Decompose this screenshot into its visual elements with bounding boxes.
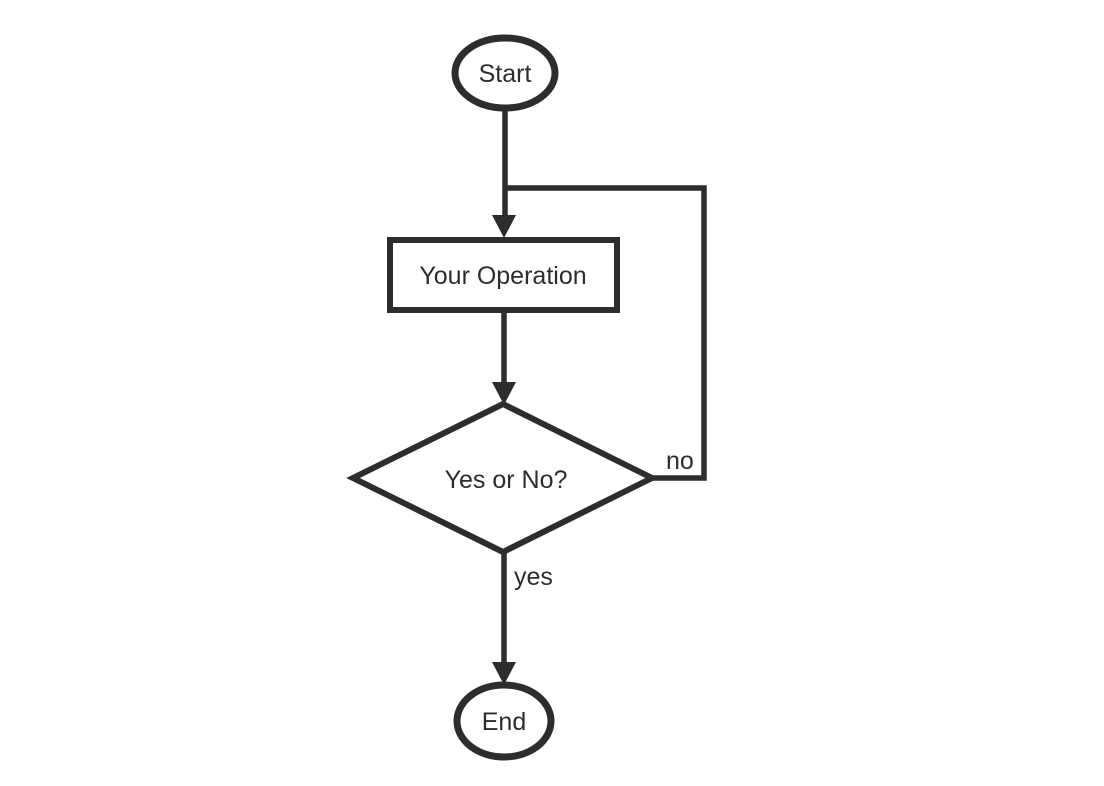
edge-label-no: no xyxy=(666,447,694,475)
node-decision-shape xyxy=(346,400,659,556)
edge-decision-no-loop xyxy=(505,185,707,481)
edge-label-yes: yes xyxy=(514,563,553,591)
node-end-shape xyxy=(453,681,555,761)
node-decision-label: Yes or No? xyxy=(445,466,568,494)
node-end-label: End xyxy=(482,708,526,736)
arrowhead-into-operation xyxy=(492,215,516,238)
arrowhead-into-end xyxy=(492,662,516,685)
arrowhead-into-decision xyxy=(492,382,516,405)
node-operation-label: Your Operation xyxy=(419,262,586,290)
node-start-label: Start xyxy=(479,60,532,88)
node-operation-shape xyxy=(387,237,620,313)
node-start-shape xyxy=(451,34,559,112)
